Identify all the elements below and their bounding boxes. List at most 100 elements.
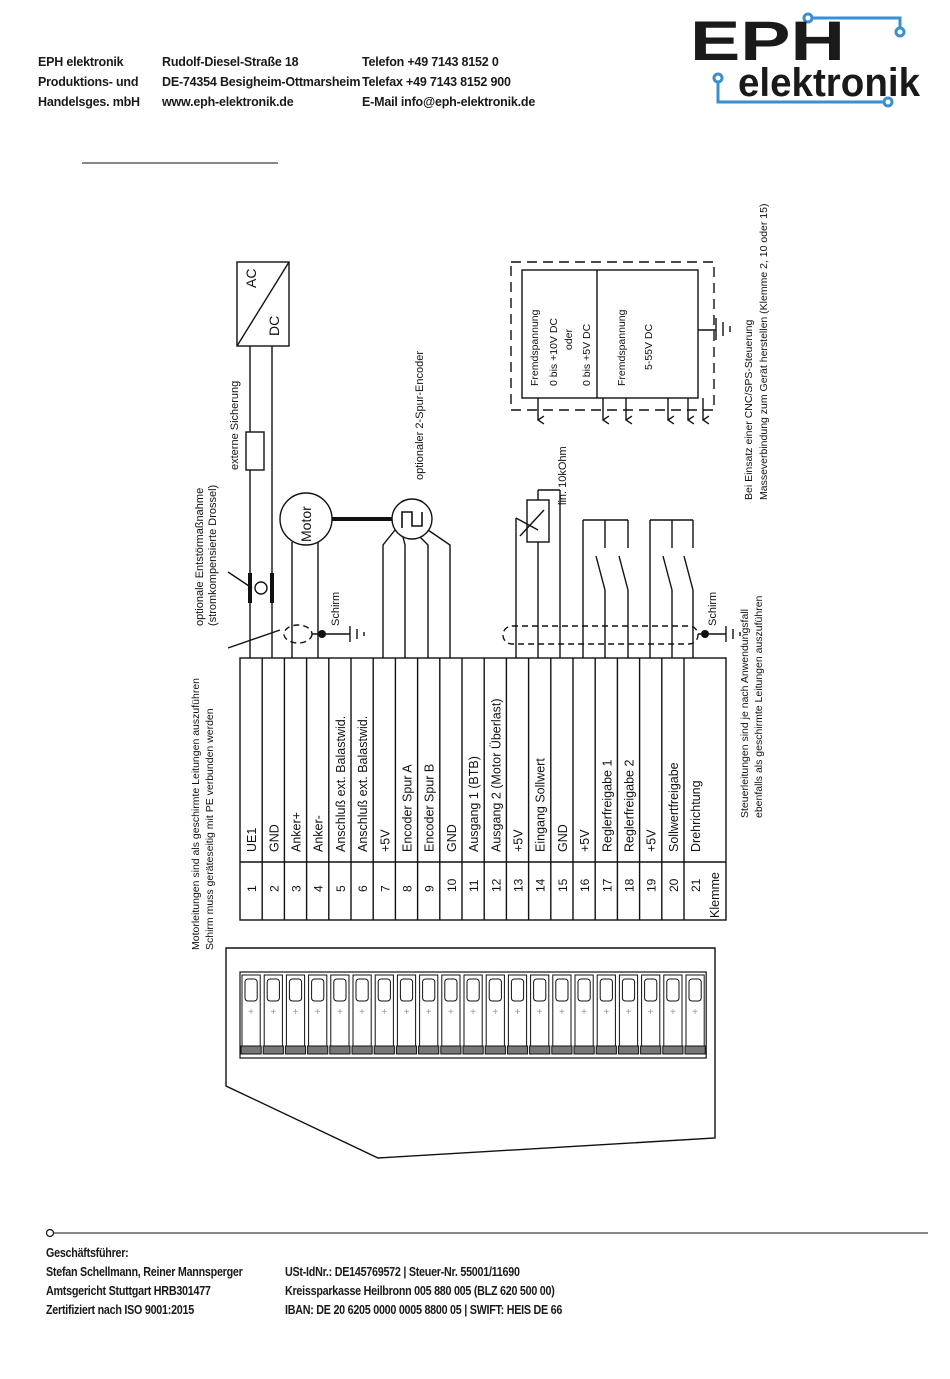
- motor-shield-label: Schirm: [330, 592, 342, 626]
- terminal-label: Ausgang 1 (BTB): [467, 756, 481, 852]
- terminal-screw[interactable]: +: [262, 974, 284, 1055]
- footer-right: USt-IdNr.: DE145769572 | Steuer-Nr. 5500…: [285, 1263, 562, 1320]
- terminal-screw[interactable]: +: [462, 974, 484, 1055]
- terminal-number: 14: [534, 878, 548, 892]
- motor-note-1: Motorleitungen sind als geschirmte Leitu…: [190, 678, 202, 950]
- address-line: Rudolf-Diesel-Straße 18: [162, 55, 299, 69]
- pot-label: lin. 10kOhm: [557, 446, 569, 505]
- terminal-screw[interactable]: +: [529, 974, 551, 1055]
- terminal-label: Drehrichtung: [689, 780, 703, 852]
- svg-text:+: +: [448, 1007, 454, 1018]
- terminal-screw[interactable]: +: [684, 974, 706, 1055]
- terminal-label: UE1: [245, 828, 259, 852]
- terminal-screw[interactable]: +: [662, 974, 684, 1055]
- terminal-number: 20: [667, 878, 681, 892]
- terminal-block: [225, 947, 716, 1159]
- terminal-number: 11: [467, 879, 481, 892]
- fuse-symbol: [245, 431, 265, 471]
- terminal-screw[interactable]: +: [240, 974, 262, 1055]
- motor-label: Motor: [298, 506, 314, 542]
- terminal-number: 12: [489, 878, 503, 892]
- terminal-number: 3: [290, 885, 304, 892]
- footer-left: Geschäftsführer: Stefan Schellmann, Rein…: [46, 1244, 243, 1320]
- svg-text:+: +: [559, 1007, 565, 1018]
- svg-text:+: +: [581, 1007, 587, 1018]
- address-line: DE-74354 Besigheim-Ottmarsheim: [162, 75, 361, 89]
- terminal-label: GND: [556, 824, 570, 852]
- terminal-screw[interactable]: +: [595, 974, 617, 1055]
- terminal-number: 7: [378, 885, 392, 892]
- svg-text:+: +: [670, 1007, 676, 1018]
- terminal-label: GND: [267, 824, 281, 852]
- terminal-screw[interactable]: +: [418, 974, 440, 1055]
- svg-text:+: +: [537, 1007, 543, 1018]
- acdc-dc-label: DC: [266, 316, 282, 336]
- ext-supply-2-line: 5-55V DC: [643, 323, 655, 370]
- terminal-screw[interactable]: +: [307, 974, 329, 1055]
- terminal-screw[interactable]: +: [484, 974, 506, 1055]
- svg-text:+: +: [381, 1007, 387, 1018]
- terminal-label: Anker+: [290, 812, 304, 852]
- ext-supply-2-title: Fremdspannung: [616, 309, 628, 386]
- website-link[interactable]: www.eph-elektronik.de: [162, 95, 294, 109]
- terminal-table: [239, 657, 727, 921]
- terminal-screw[interactable]: +: [551, 974, 573, 1055]
- terminal-label: +5V: [378, 829, 392, 852]
- terminal-screw[interactable]: +: [617, 974, 640, 1055]
- terminal-label: Eingang Sollwert: [534, 758, 548, 852]
- terminal-number: 8: [401, 885, 415, 892]
- terminal-label: Encoder Spur A: [401, 764, 415, 852]
- external-supply-box: [510, 261, 715, 411]
- company-line: Produktions- und: [38, 75, 139, 89]
- fuse-label: externe Sicherung: [229, 381, 241, 470]
- svg-text:+: +: [492, 1007, 498, 1018]
- ctrl-note-2: ebenfalls als geschirmte Leitungen auszu…: [753, 595, 765, 818]
- terminal-number: 16: [578, 878, 592, 892]
- terminal-label: Reglerfreigabe 1: [600, 760, 614, 852]
- company-line: Handelsges. mbH: [38, 95, 140, 109]
- terminal-number: 21: [689, 878, 703, 892]
- terminal-number: 2: [267, 885, 281, 892]
- terminal-label: +5V: [578, 829, 592, 852]
- footer-line: Stefan Schellmann, Reiner Mannsperger: [46, 1265, 243, 1279]
- svg-text:+: +: [626, 1007, 632, 1018]
- terminal-label: +5V: [512, 829, 526, 852]
- klemme-label: Klemme: [708, 872, 722, 918]
- cnc-note-1: Bei Einsatz einer CNC/SPS-Steuerung: [743, 320, 755, 500]
- terminal-screw[interactable]: +: [284, 974, 307, 1055]
- svg-text:+: +: [692, 1007, 698, 1018]
- terminal-number: 1: [245, 885, 259, 892]
- terminal-number: 6: [356, 885, 370, 892]
- choke-core: [254, 581, 268, 595]
- footer-line: Geschäftsführer:: [46, 1246, 129, 1260]
- svg-text:+: +: [470, 1007, 476, 1018]
- terminal-screw[interactable]: +: [573, 974, 595, 1055]
- terminal-label: Anschluß ext. Balastwid.: [356, 716, 370, 852]
- terminal-label: Anschluß ext. Balastwid.: [334, 716, 348, 852]
- ext-supply-1-line1: 0 bis +10V DC: [548, 318, 560, 386]
- svg-text:+: +: [404, 1007, 410, 1018]
- terminal-label: Anker-: [312, 815, 326, 852]
- terminal-screw[interactable]: +: [395, 974, 418, 1055]
- terminal-number: 19: [645, 878, 659, 892]
- terminal-screw[interactable]: +: [506, 974, 529, 1055]
- footer-line: Kreissparkasse Heilbronn 005 880 005 (BL…: [285, 1284, 555, 1298]
- terminal-screw[interactable]: +: [440, 974, 462, 1055]
- ext-supply-1-or: oder: [563, 328, 575, 350]
- logo-text-top: EPH: [690, 10, 845, 72]
- footer-line: USt-IdNr.: DE145769572 | Steuer-Nr. 5500…: [285, 1265, 520, 1279]
- eph-logo: EPH elektronik: [690, 10, 921, 108]
- terminal-screw[interactable]: +: [640, 974, 662, 1055]
- svg-text:+: +: [515, 1007, 521, 1018]
- terminal-number: 5: [334, 885, 348, 892]
- motor-note-2: Schirm muss geräteseitig mit PE verbunde…: [204, 708, 216, 950]
- terminal-screw[interactable]: +: [329, 974, 351, 1055]
- terminal-screw[interactable]: +: [373, 974, 395, 1055]
- encoder-label: optionaler 2-Spur-Encoder: [414, 351, 426, 480]
- ext-supply-1-line2: 0 bis +5V DC: [581, 323, 593, 386]
- terminal-screw[interactable]: +: [351, 974, 373, 1055]
- terminal-number: 4: [312, 885, 326, 892]
- terminal-number: 17: [600, 878, 614, 892]
- ext-supply-1-title: Fremdspannung: [529, 309, 541, 386]
- email-link[interactable]: E-Mail info@eph-elektronik.de: [362, 95, 536, 109]
